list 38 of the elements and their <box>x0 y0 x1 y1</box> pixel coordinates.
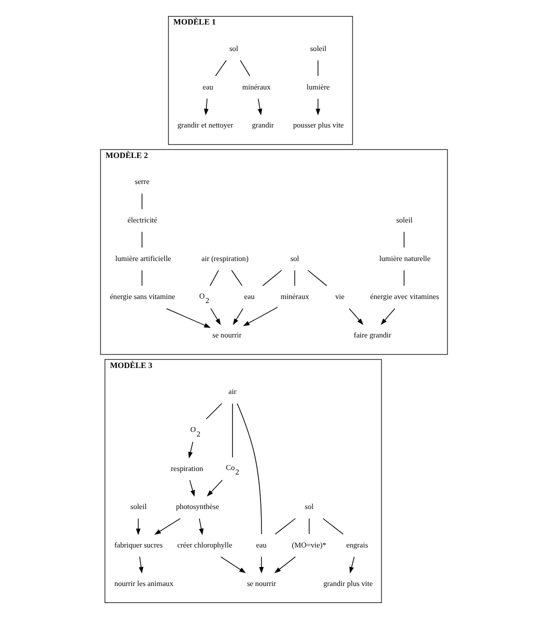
connector <box>205 403 222 420</box>
arrow <box>274 556 296 574</box>
arrow <box>198 518 203 536</box>
arrow <box>135 518 140 536</box>
connector <box>262 270 282 286</box>
arrow <box>315 98 320 116</box>
arrow <box>232 308 243 326</box>
connector <box>317 60 318 76</box>
connector <box>308 518 310 534</box>
arrow <box>258 556 264 574</box>
arrow <box>188 441 193 458</box>
connector <box>141 270 142 286</box>
arrow <box>210 308 220 326</box>
connector <box>306 270 327 286</box>
connector <box>294 270 295 286</box>
connector <box>141 193 142 210</box>
connector <box>209 270 218 286</box>
arrow <box>138 556 143 574</box>
arrow <box>380 308 395 325</box>
arrow <box>242 306 278 326</box>
connector <box>322 518 344 535</box>
connector <box>274 518 296 535</box>
arrow <box>348 556 354 574</box>
arrow <box>206 480 222 497</box>
arrow <box>188 480 194 497</box>
connector <box>214 60 226 76</box>
connector <box>403 270 404 286</box>
arrow <box>257 98 262 116</box>
connector <box>141 232 142 248</box>
arrow <box>154 518 180 535</box>
arrow <box>166 308 210 328</box>
connector <box>230 270 242 286</box>
connector <box>236 403 262 534</box>
arrow <box>348 308 363 325</box>
connector <box>403 232 404 248</box>
connector <box>239 60 250 76</box>
arrow <box>220 556 246 574</box>
arrow <box>203 98 208 116</box>
